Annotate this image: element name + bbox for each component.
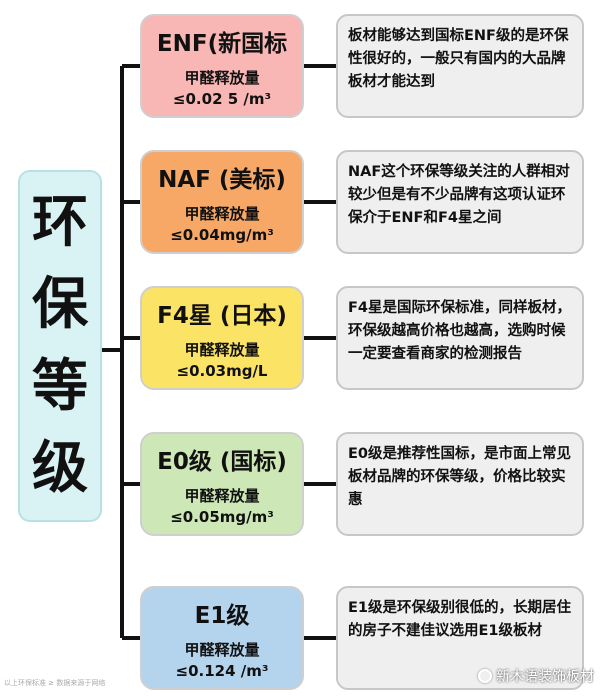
watermark: 新木语装饰板材: [478, 666, 594, 686]
category-f4-star: F4星 (日本) 甲醛释放量 ≤0.03mg/L: [140, 286, 304, 390]
category-enf: ENF(新国标 甲醛释放量 ≤0.02 5 /m³: [140, 14, 304, 118]
footer-note: 以上环保标准 ≥ 数据来源于网络: [4, 679, 106, 687]
category-title: ENF(新国标: [156, 31, 288, 57]
category-limit: ≤0.05mg/m³: [170, 508, 274, 526]
description-naf: NAF这个环保等级关注的人群相对较少但是有不少品牌有这项认证环保介于ENF和F4…: [336, 150, 584, 254]
category-e1: E1级 甲醛释放量 ≤0.124 /m³: [140, 586, 304, 690]
root-node: 环 保 等 级: [18, 170, 102, 522]
description-e1: E1级是环保级别很低的，长期居住的房子不建佳议选用E1级板材: [336, 586, 584, 690]
watermark-logo-icon: [478, 669, 492, 683]
category-title: E0级 (国标): [157, 449, 287, 475]
root-title-char: 环: [32, 190, 88, 255]
description-enf: 板材能够达到国标ENF级的是环保性很好的，一般只有国内的大品牌板材才能达到: [336, 14, 584, 118]
category-label: 甲醛释放量: [184, 641, 260, 659]
category-naf: NAF (美标) 甲醛释放量 ≤0.04mg/m³: [140, 150, 304, 254]
category-limit: ≤0.03mg/L: [176, 362, 268, 380]
category-label: 甲醛释放量: [184, 69, 260, 87]
category-label: 甲醛释放量: [184, 205, 260, 223]
root-title-char: 保: [32, 272, 88, 337]
watermark-text: 新木语装饰板材: [496, 669, 594, 685]
category-title: F4星 (日本): [157, 303, 287, 329]
description-e0: E0级是推荐性国标，是市面上常见板材品牌的环保等级，价格比较实惠: [336, 432, 584, 536]
category-limit: ≤0.04mg/m³: [170, 226, 274, 244]
category-limit: ≤0.02 5 /m³: [172, 90, 272, 108]
root-title-char: 等: [32, 354, 88, 419]
category-title: NAF (美标): [158, 167, 286, 193]
category-title: E1级: [194, 603, 250, 629]
category-limit: ≤0.124 /m³: [175, 662, 269, 680]
description-f4-star: F4星是国际环保标准，同样板材，环保级越高价格也越高，选购时候一定要查看商家的检…: [336, 286, 584, 390]
category-label: 甲醛释放量: [184, 487, 260, 505]
category-e0: E0级 (国标) 甲醛释放量 ≤0.05mg/m³: [140, 432, 304, 536]
root-title-char: 级: [32, 436, 88, 501]
category-label: 甲醛释放量: [184, 341, 260, 359]
